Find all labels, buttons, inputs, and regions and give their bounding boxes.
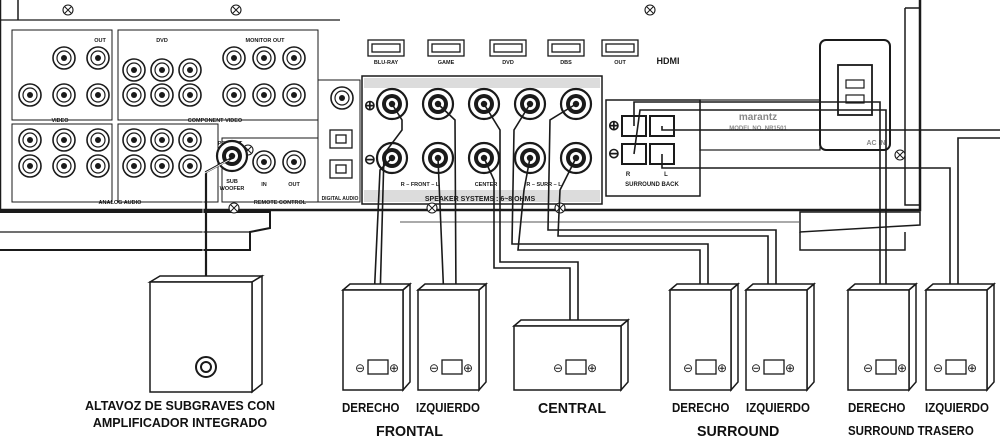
dvd-label: DVD [156,38,168,44]
subwoofer-caption-line2: AMPLIFICADOR INTEGRADO [92,416,268,430]
speaker-front-right [340,282,413,392]
svg-text:⊕: ⊕ [389,361,399,375]
remote-in-label: IN [261,182,267,188]
hdmi-ports [367,39,639,57]
svg-text:⊕: ⊕ [587,361,597,375]
caption-surround-group: SURROUND [697,423,780,440]
receiver-rear-panel [0,0,922,251]
svg-text:⊖: ⊖ [751,361,761,375]
svg-text:⊖: ⊖ [429,361,439,375]
surround-terminal-label: R – SURR – L [526,182,562,188]
svg-text:⊕: ⊕ [897,361,907,375]
caption-center: CENTRAL [538,400,607,417]
svg-text:⊕: ⊕ [463,361,473,375]
hdmi-logo: HDMI [657,56,680,66]
brand-logo: marantz [739,112,777,123]
sub-label: SUB [226,179,238,185]
svg-text:⊖: ⊖ [863,361,873,375]
svg-text:⊖: ⊖ [553,361,563,375]
surround-back-terminals [621,115,675,165]
model-number: MODEL NO. NR1501 [729,126,787,132]
minus-symbol: ⊖ [364,151,376,167]
subwoofer-caption-line1: ALTAVOZ DE SUBGRAVES CON [84,399,276,413]
hdmi-label-dvd: DVD [502,60,514,66]
caption-surround-right: DERECHO [672,401,730,415]
analog-audio-label: ANALOG AUDIO [99,200,143,206]
hdmi-label-game: GAME [438,60,455,66]
front-terminal-label: R – FRONT – L [401,182,440,188]
hdmi-label-dbs: DBS [560,60,572,66]
out-label: OUT [94,38,106,44]
svg-text:⊖: ⊖ [683,361,693,375]
remote-out-label: OUT [288,182,300,188]
subwoofer-caption: ALTAVOZ DE SUBGRAVES CON AMPLIFICADOR IN… [30,398,330,432]
sb-plus-symbol: ⊕ [608,117,620,133]
caption-back-right: DERECHO [848,401,906,415]
optical-inputs [329,129,353,179]
svg-text:⊖: ⊖ [355,361,365,375]
component-video-label: COMPONENT VIDEO [188,118,243,124]
caption-front-right: DERECHO [342,401,400,415]
woofer-label: WOOFER [220,186,245,192]
remote-control-label: REMOTE CONTROL [254,200,307,206]
caption-front-group: FRONTAL [376,423,444,440]
speaker-input-terminals [367,359,967,375]
svg-text:⊕: ⊕ [967,361,977,375]
sb-minus-symbol: ⊖ [608,145,620,161]
ac-in-label: AC IN [866,140,885,147]
speaker-systems-label: SPEAKER SYSTEMS : 6~8 OHMS [425,196,536,203]
digital-audio-label: DIGITAL AUDIO [322,196,359,202]
monitor-out-label: MONITOR OUT [245,38,285,44]
caption-surround-left: IZQUIERDO [746,401,810,415]
surround-back-label: SURROUND BACK [625,182,679,188]
rca-jacks [18,4,906,214]
hdmi-label-bluray: BLU-RAY [374,60,399,66]
subwoofer [147,274,265,394]
video-label: VIDEO [51,118,69,124]
speaker-center [511,318,631,392]
surround-back-l-label: L [664,172,668,178]
surround-back-r-label: R [626,172,631,178]
caption-back-left: IZQUIERDO [925,401,989,415]
speaker-front-left [415,282,489,392]
svg-text:⊕: ⊕ [785,361,795,375]
svg-text:⊕: ⊕ [717,361,727,375]
plus-symbol: ⊕ [364,97,376,113]
hdmi-label-out: OUT [614,60,626,66]
speaker-polarity-symbols: ⊖ ⊕ ⊖ ⊕ ⊖ ⊕ ⊖ ⊕ ⊖ ⊕ ⊖ ⊕ ⊖ ⊕ [355,361,977,375]
caption-back-group: SURROUND TRASERO [848,424,974,438]
caption-front-left: IZQUIERDO [416,401,480,415]
svg-text:⊖: ⊖ [933,361,943,375]
center-terminal-label: CENTER [475,182,498,188]
